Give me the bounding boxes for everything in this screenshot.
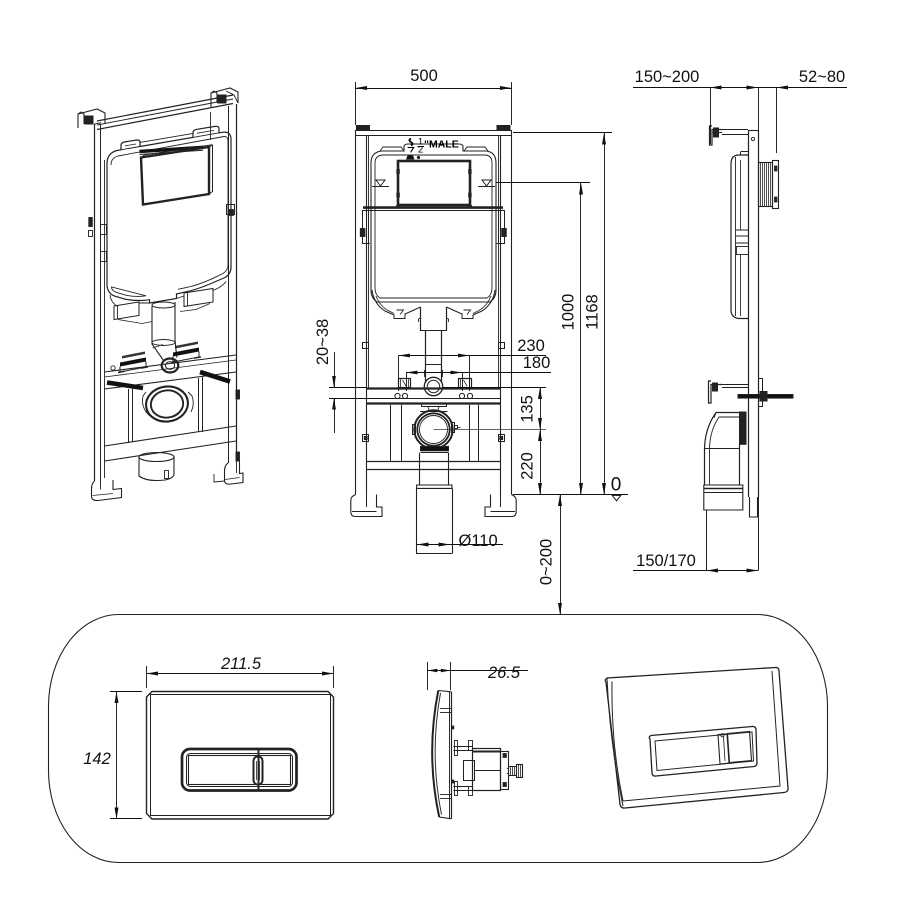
svg-text:1: 1: [418, 137, 423, 148]
svg-text:52~80: 52~80: [799, 68, 845, 86]
svg-text:1168: 1168: [584, 294, 602, 329]
svg-text:220: 220: [519, 452, 537, 480]
svg-text:0: 0: [611, 475, 622, 496]
svg-text:Ø110: Ø110: [459, 532, 498, 550]
svg-text:26.5: 26.5: [487, 664, 521, 682]
svg-text:230: 230: [517, 337, 545, 355]
svg-text:20~38: 20~38: [314, 319, 332, 365]
svg-text:2: 2: [418, 144, 423, 155]
svg-text:142: 142: [83, 750, 111, 768]
svg-text:500: 500: [410, 67, 438, 85]
svg-text:0~200: 0~200: [538, 539, 556, 585]
svg-text:135: 135: [519, 395, 537, 423]
svg-text:150/170: 150/170: [636, 552, 696, 570]
svg-text:150~200: 150~200: [635, 68, 700, 86]
svg-text:180: 180: [523, 354, 551, 372]
svg-text:1000: 1000: [560, 294, 578, 331]
svg-text:"MALE: "MALE: [424, 139, 459, 151]
svg-text:211.5: 211.5: [220, 655, 262, 673]
